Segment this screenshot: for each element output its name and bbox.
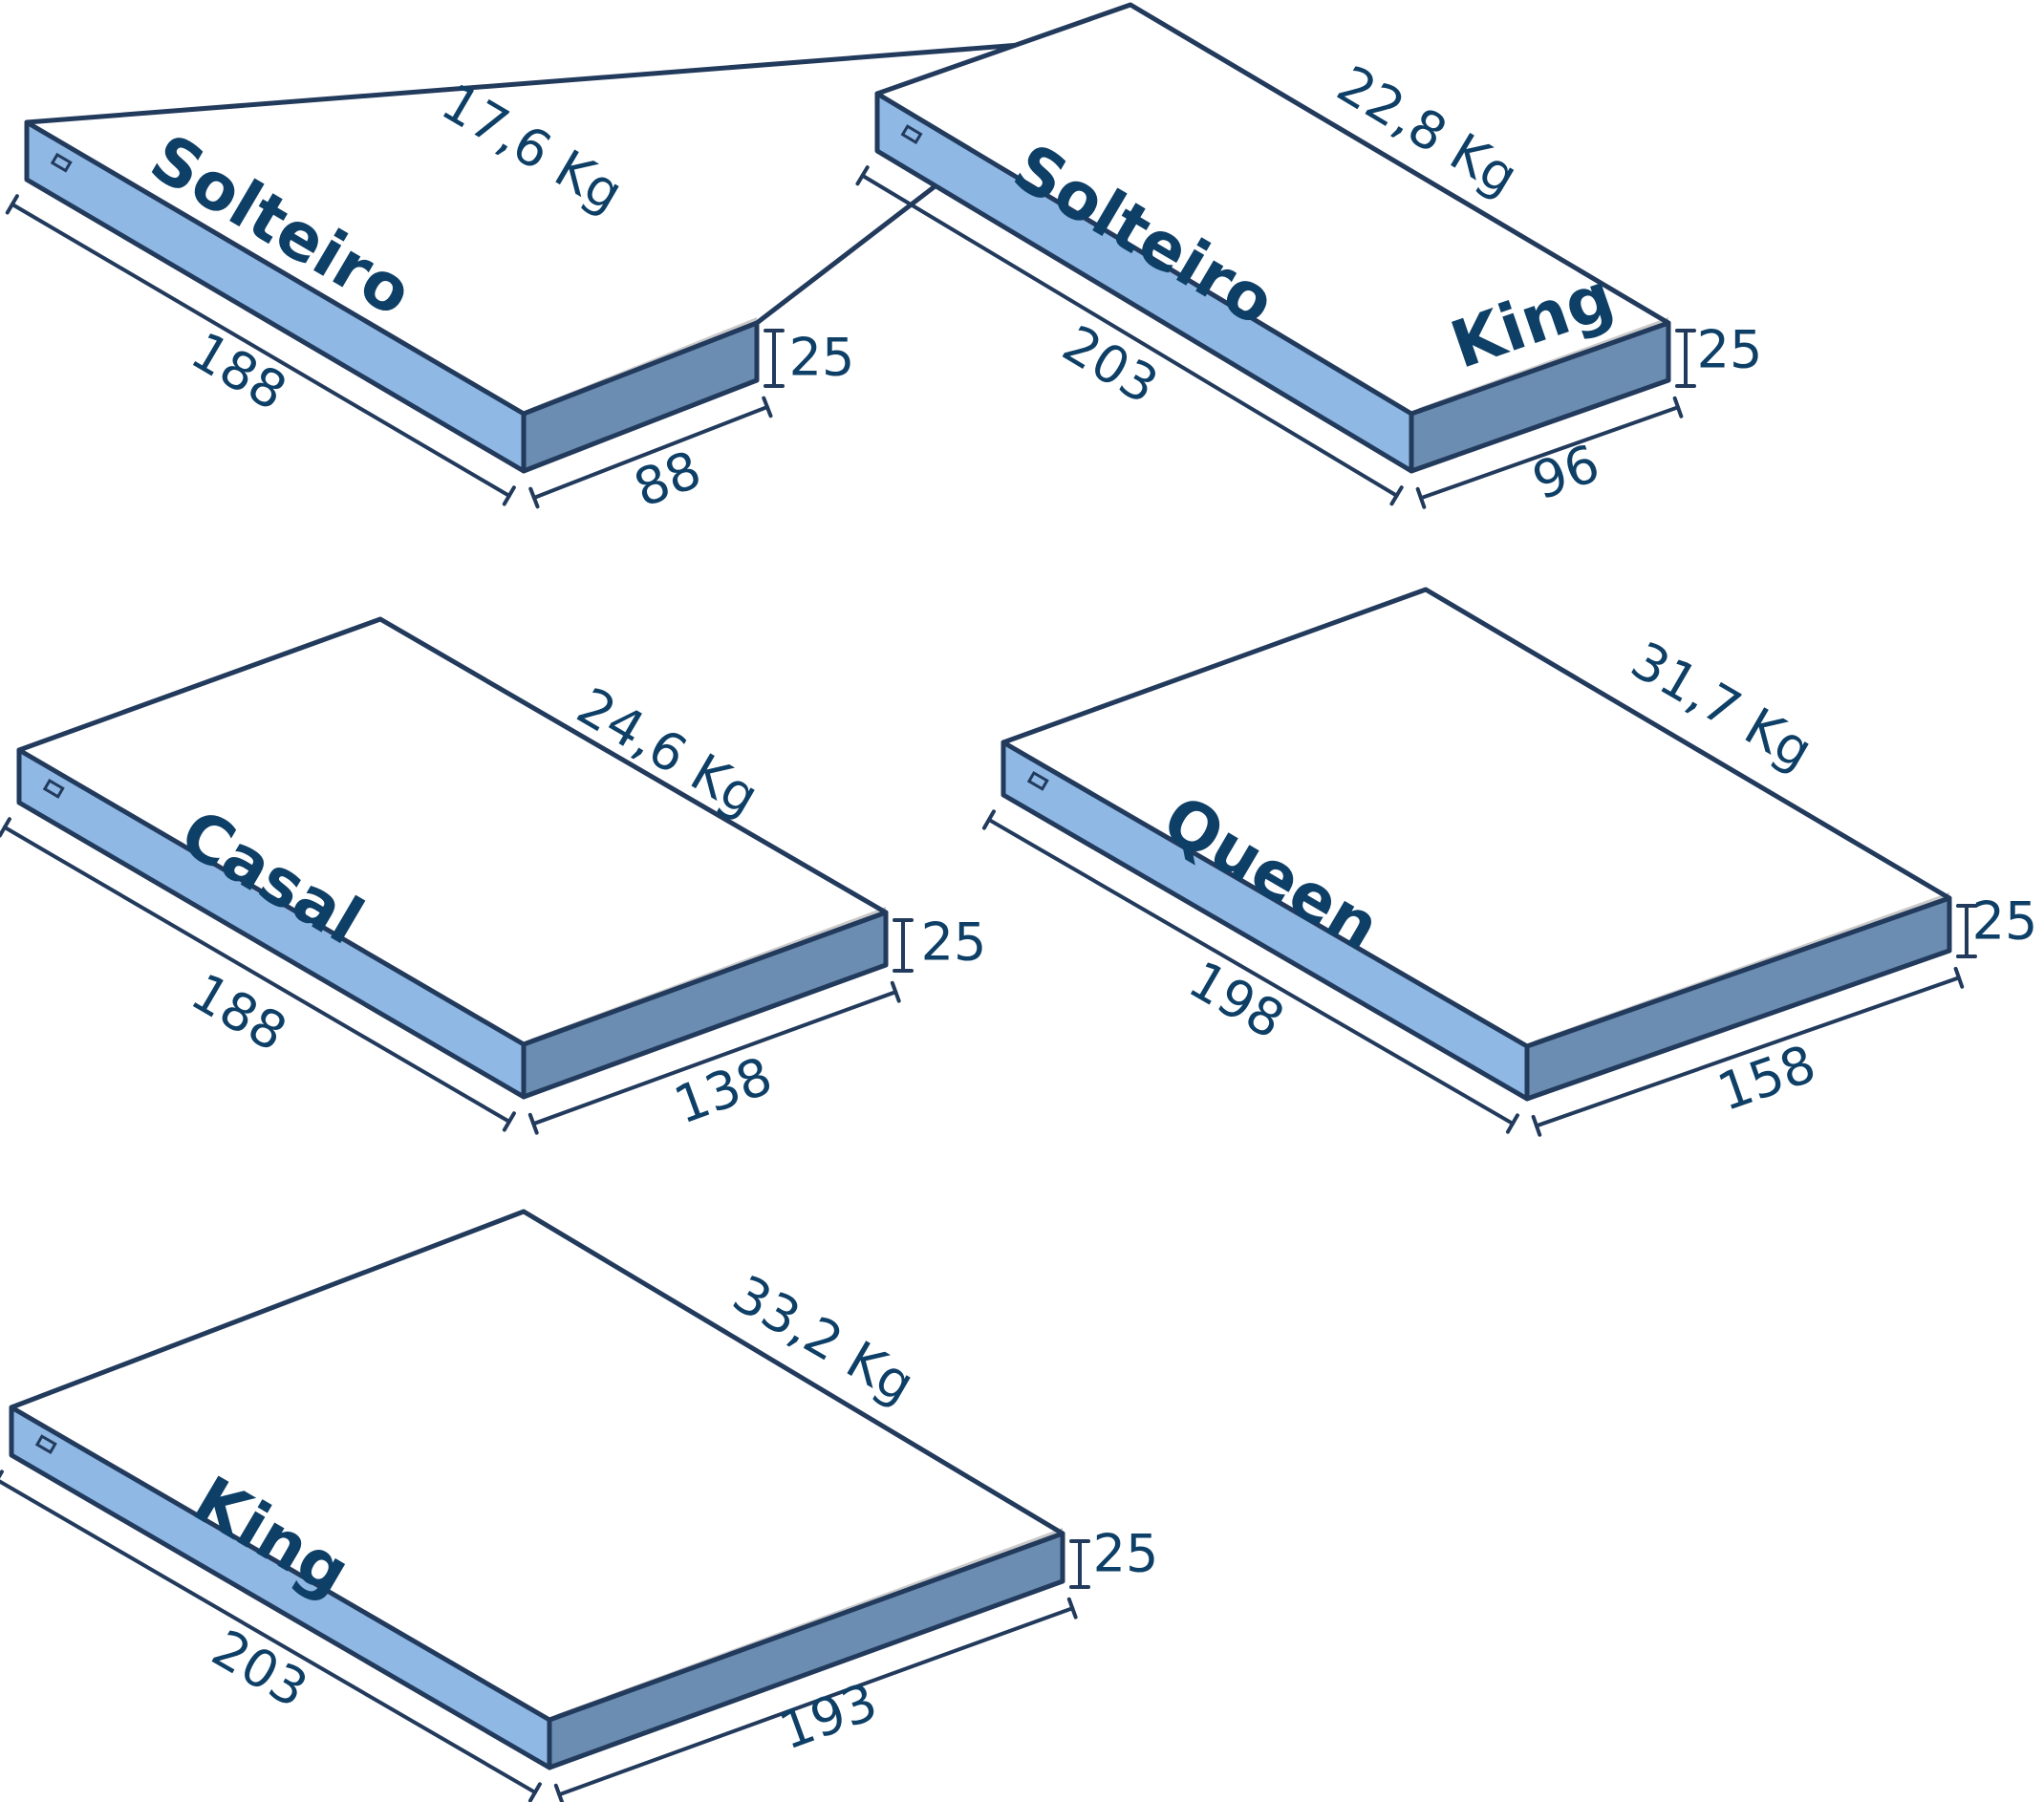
length-label: 203 <box>1053 313 1169 416</box>
width-dimension <box>553 1597 1078 1802</box>
length-dimension-tick-end <box>1505 1113 1519 1134</box>
side-face-right <box>549 1534 1063 1768</box>
height-dimension <box>893 918 914 973</box>
height-label: 25 <box>1093 1524 1159 1584</box>
length-dimension-line <box>0 1479 537 1794</box>
length-dimension <box>0 817 516 1132</box>
side-face-front <box>19 750 524 1097</box>
width-dimension-tick-start <box>527 1112 539 1135</box>
tag-icon <box>1026 770 1049 791</box>
length-label: 188 <box>182 320 297 421</box>
side-face-front <box>27 122 524 471</box>
width-label: 158 <box>1711 1034 1823 1124</box>
height-label: 25 <box>1697 320 1763 380</box>
length-dimension <box>5 194 516 506</box>
top-face <box>11 1212 1063 1720</box>
height-dimension <box>1069 1539 1090 1589</box>
width-dimension-line <box>531 990 898 1126</box>
width-label: 96 <box>1525 433 1607 511</box>
length-dimension-tick-end <box>502 485 516 506</box>
tag-icon <box>42 779 65 799</box>
width-dimension <box>527 980 901 1135</box>
width-dimension <box>1415 396 1684 509</box>
length-dimension-tick-start <box>0 817 11 838</box>
width-dimension-tick-end <box>1066 1597 1078 1620</box>
tag-icon <box>900 124 923 145</box>
top-face <box>19 619 886 1044</box>
side-face-front <box>877 94 1411 471</box>
width-dimension <box>528 396 773 509</box>
top-face <box>27 36 1130 414</box>
height-label: 25 <box>1972 891 2038 952</box>
length-dimension-tick-start <box>5 194 19 215</box>
width-dimension-line <box>1418 405 1680 501</box>
tag-icon <box>34 1434 57 1454</box>
height-label: 25 <box>789 328 855 388</box>
width-dimension-line <box>557 1606 1075 1797</box>
top-face <box>877 5 1668 414</box>
length-label: 203 <box>203 1619 318 1720</box>
length-dimension <box>0 1469 542 1802</box>
side-face-front <box>11 1407 549 1768</box>
width-dimension-tick-end <box>1953 966 1965 989</box>
height-label: 25 <box>921 912 987 973</box>
length-dimension-line <box>860 173 1399 498</box>
width-label: 193 <box>771 1671 884 1761</box>
width-dimension-tick-end <box>762 396 773 418</box>
length-dimension-tick-start <box>0 1469 4 1479</box>
side-face-right <box>524 912 886 1097</box>
width-dimension-tick-end <box>1672 396 1684 418</box>
length-dimension-tick-end <box>527 1782 542 1802</box>
width-dimension <box>1531 966 1965 1137</box>
top-face <box>1003 590 1949 1046</box>
length-dimension-tick-end <box>502 1111 516 1132</box>
length-dimension-tick-start <box>855 165 870 186</box>
length-dimension-tick-start <box>981 809 996 830</box>
length-label: 198 <box>1179 950 1295 1051</box>
length-dimension <box>981 809 1519 1134</box>
length-dimension <box>855 165 1404 506</box>
height-dimension <box>764 329 785 388</box>
width-dimension-tick-start <box>553 1783 565 1802</box>
width-dimension-tick-start <box>528 486 540 509</box>
side-face-right <box>1411 323 1668 471</box>
height-dimension <box>1956 904 1977 958</box>
length-dimension-line <box>2 825 511 1124</box>
length-dimension-tick-end <box>1389 485 1404 506</box>
tag-icon <box>50 152 73 173</box>
side-face-front <box>1003 742 1527 1099</box>
side-face-right <box>1527 898 1949 1099</box>
width-dimension-line <box>1534 976 1961 1128</box>
width-dimension-tick-start <box>1415 486 1427 509</box>
width-label: 138 <box>666 1045 779 1135</box>
height-dimension <box>1675 329 1696 388</box>
length-dimension-line <box>986 817 1515 1126</box>
width-label: 88 <box>626 440 709 520</box>
width-dimension-tick-end <box>890 980 901 1003</box>
length-dimension-line <box>10 202 511 498</box>
width-dimension-line <box>531 404 769 500</box>
length-label: 188 <box>182 961 297 1062</box>
width-dimension-tick-start <box>1531 1114 1542 1137</box>
side-face-right <box>524 323 757 471</box>
